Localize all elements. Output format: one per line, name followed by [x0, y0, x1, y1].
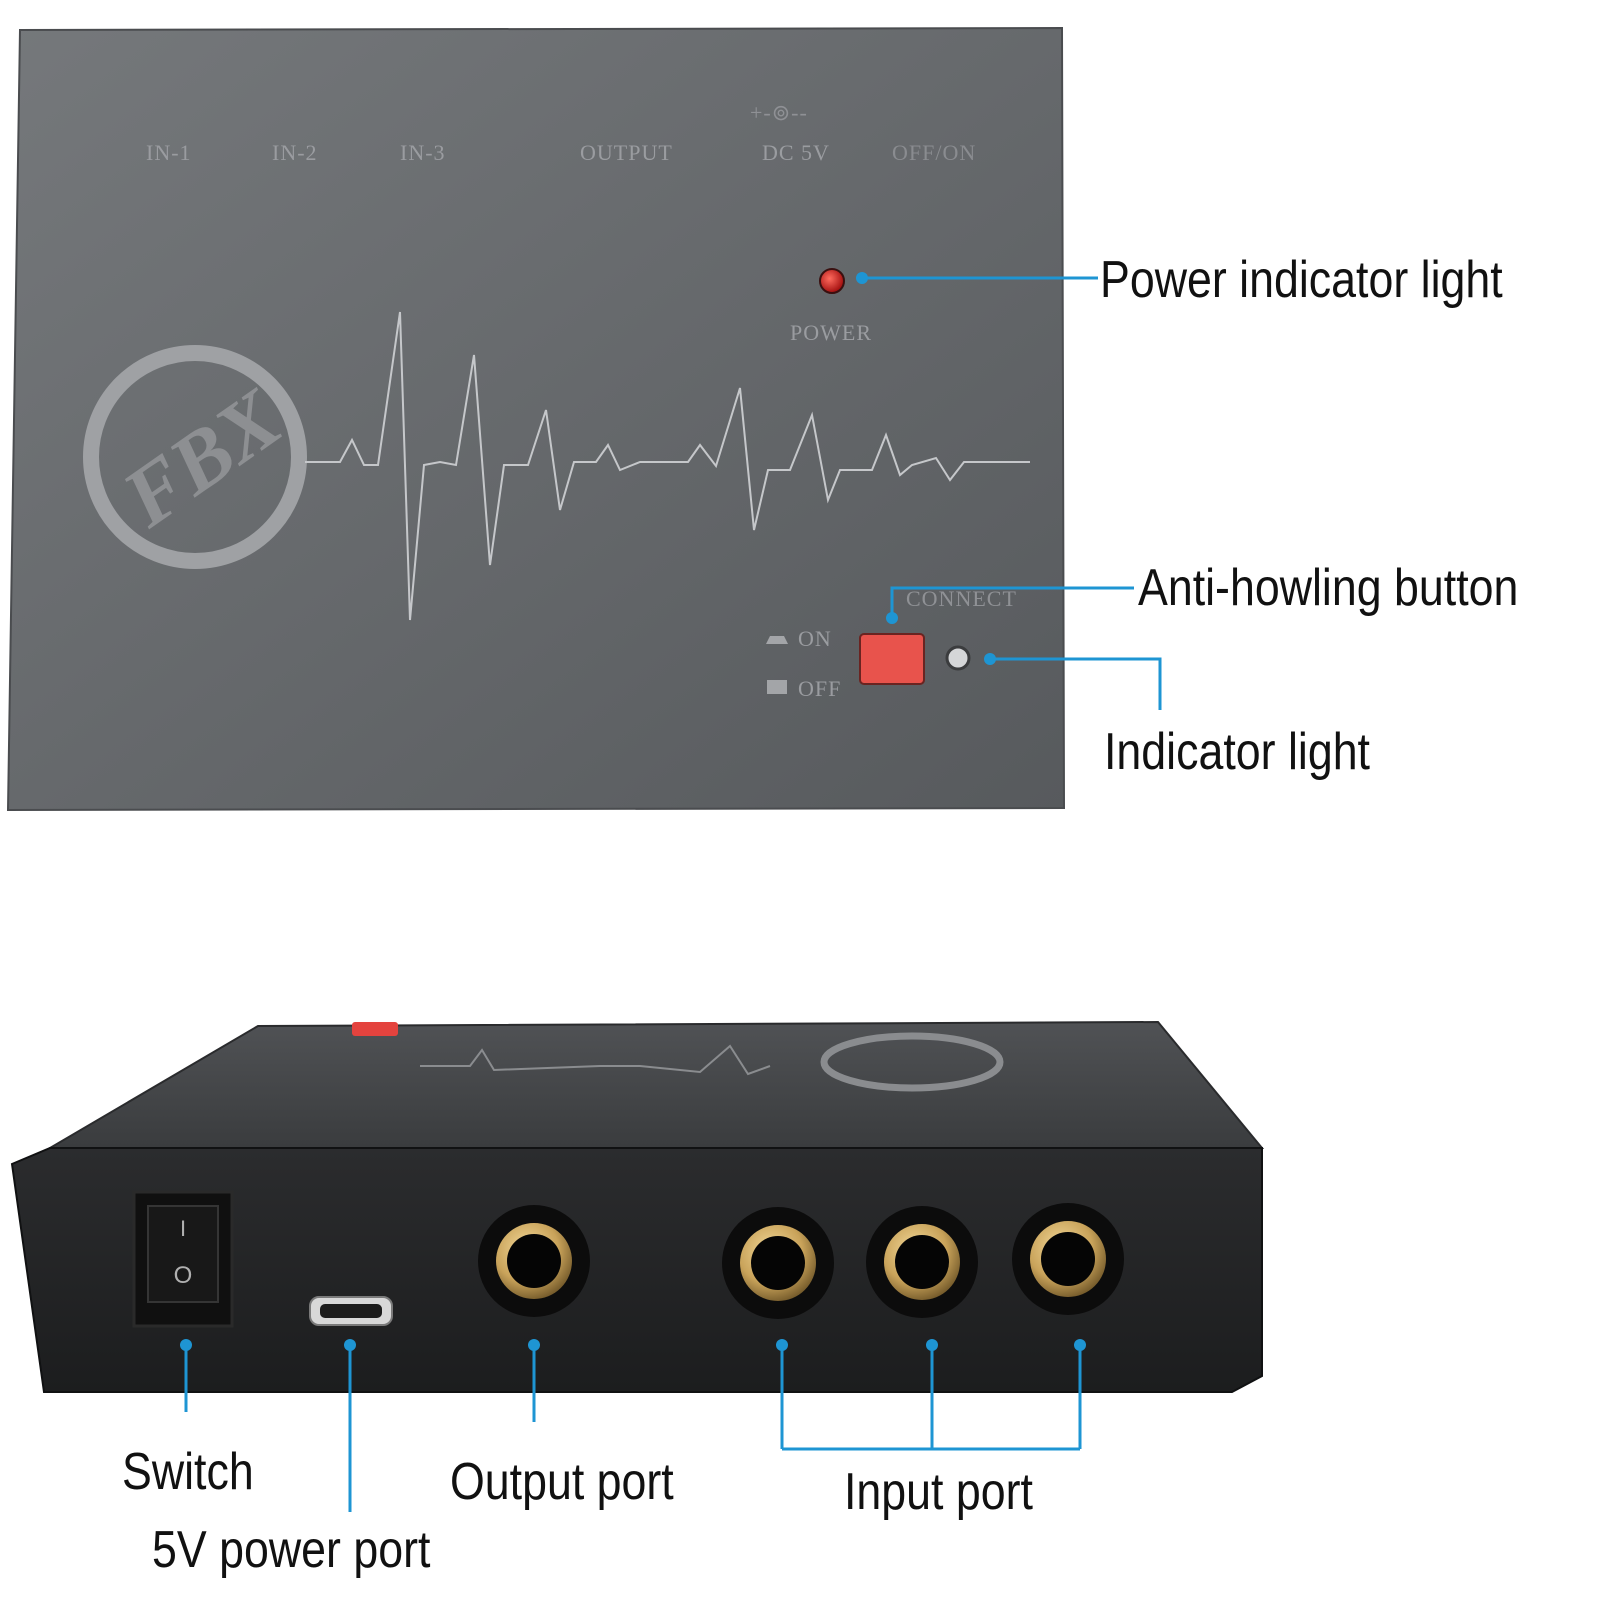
label-power: POWER	[790, 320, 872, 345]
power-switch[interactable]: I O	[132, 1190, 234, 1328]
label-in1: IN-1	[146, 140, 192, 165]
top-panel: IN-1 IN-2 IN-3 OUTPUT +-⊚-- DC 5V OFF/ON…	[6, 26, 1066, 812]
callout-switch: Switch	[122, 1443, 254, 1501]
label-on: ON	[798, 626, 832, 651]
input-jack-1[interactable]	[722, 1207, 834, 1319]
callout-anti-howling-button: Anti-howling button	[1138, 559, 1519, 617]
front-device: I O	[10, 1020, 1265, 1393]
label-in3: IN-3	[400, 140, 446, 165]
anti-howling-button[interactable]	[859, 633, 925, 685]
callout-power-indicator-light: Power indicator light	[1100, 251, 1503, 309]
input-jack-3[interactable]	[1012, 1203, 1124, 1315]
callout-5v-power-port: 5V power port	[152, 1521, 431, 1579]
callout-output-port: Output port	[450, 1453, 674, 1511]
power-led	[819, 268, 845, 294]
bottom-callout-lines	[180, 1339, 1086, 1512]
label-polarity: +-⊚--	[750, 100, 808, 125]
on-marker-icon	[766, 636, 788, 644]
input-jack-2[interactable]	[866, 1206, 978, 1318]
lid-button	[352, 1022, 398, 1036]
label-dc5v: DC 5V	[762, 140, 830, 165]
callout-indicator-light: Indicator light	[1104, 723, 1370, 781]
label-in2: IN-2	[272, 140, 318, 165]
label-off-on: OFF/ON	[892, 140, 976, 165]
switch-on-mark: I	[180, 1216, 186, 1241]
off-marker-icon	[767, 680, 787, 694]
label-off: OFF	[798, 676, 841, 701]
heartbeat-wave	[305, 311, 1030, 621]
usb-power-port[interactable]	[309, 1296, 393, 1326]
top-callout-lines	[856, 272, 1162, 710]
switch-off-mark: O	[174, 1262, 193, 1289]
output-jack[interactable]	[478, 1205, 590, 1317]
label-connect: CONNECT	[906, 586, 1017, 611]
label-output: OUTPUT	[580, 140, 673, 165]
connect-indicator-led	[945, 645, 971, 671]
callout-input-port: Input port	[844, 1463, 1033, 1521]
